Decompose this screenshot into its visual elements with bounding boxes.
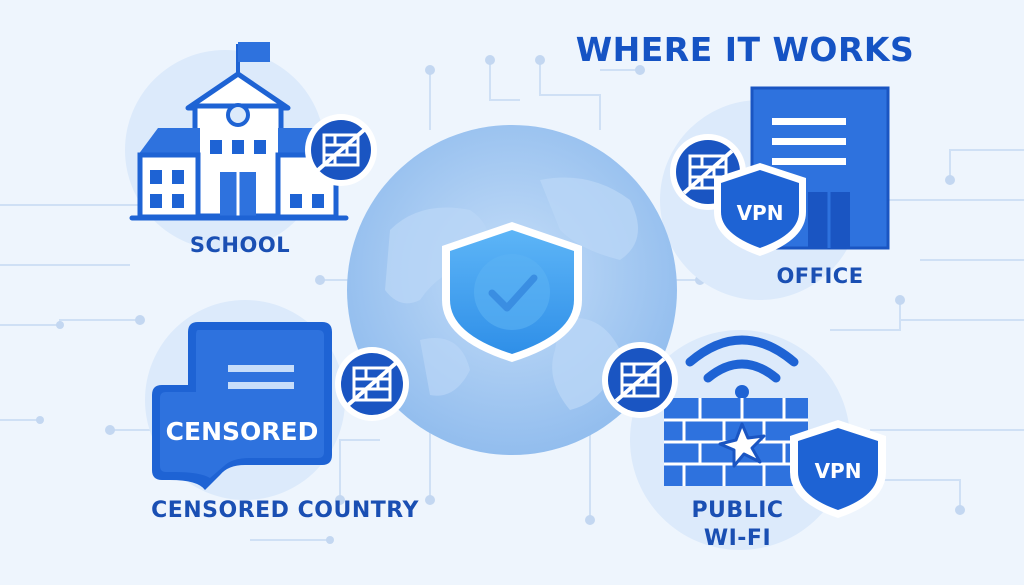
censored-country-label: CENSORED COUNTRY — [151, 498, 419, 523]
censored-document-icon: CENSORED — [152, 322, 332, 490]
public-wifi-label-line2: WI-FI — [703, 526, 772, 551]
public-wifi-label-line1: PUBLIC — [691, 498, 784, 523]
school-building-icon — [129, 42, 349, 221]
office-vpn-text: VPN — [737, 201, 784, 225]
office-label: OFFICE — [776, 264, 864, 288]
firewall-wall-icon — [664, 398, 808, 486]
wifi-vpn-text: VPN — [815, 459, 862, 483]
public-wifi-label: PUBLIC WI-FI — [670, 497, 805, 553]
shield-check-icon — [442, 222, 582, 362]
school-blocked-icon — [305, 114, 377, 186]
school-label: SCHOOL — [189, 233, 291, 257]
wifi-icon — [685, 335, 799, 399]
wifi-vpn-shield-icon: VPN — [790, 420, 886, 518]
wifi-blocked-icon — [602, 342, 678, 418]
diagram-title: WHERE IT WORKS — [575, 30, 915, 69]
office-vpn-shield-icon: VPN — [714, 163, 806, 256]
censored-sign-text: CENSORED — [166, 417, 319, 446]
censored-blocked-icon — [335, 347, 409, 421]
